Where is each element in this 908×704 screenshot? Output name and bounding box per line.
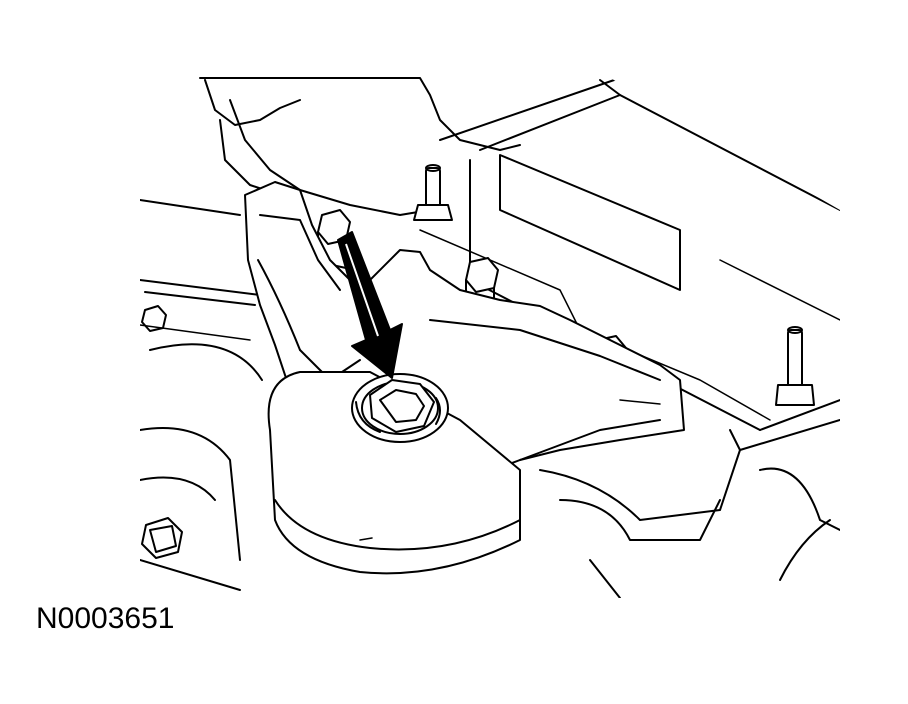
- mount-insulator: [267, 371, 521, 575]
- figure-id-label: N0003651: [36, 602, 175, 635]
- housing-block: [419, 77, 840, 431]
- mount-bolt: [351, 373, 449, 443]
- label-plate: [499, 154, 681, 291]
- hose-right: [539, 419, 840, 598]
- stud-upper: [413, 164, 453, 221]
- arrow-down-icon: [337, 231, 403, 379]
- line-art: [140, 77, 840, 598]
- stud-right: [775, 326, 815, 406]
- belt-lines: [140, 199, 263, 381]
- lower-pulley: [140, 427, 241, 591]
- hex-bolt-lower-left: [141, 517, 183, 559]
- valve-cover-outline: [199, 77, 521, 216]
